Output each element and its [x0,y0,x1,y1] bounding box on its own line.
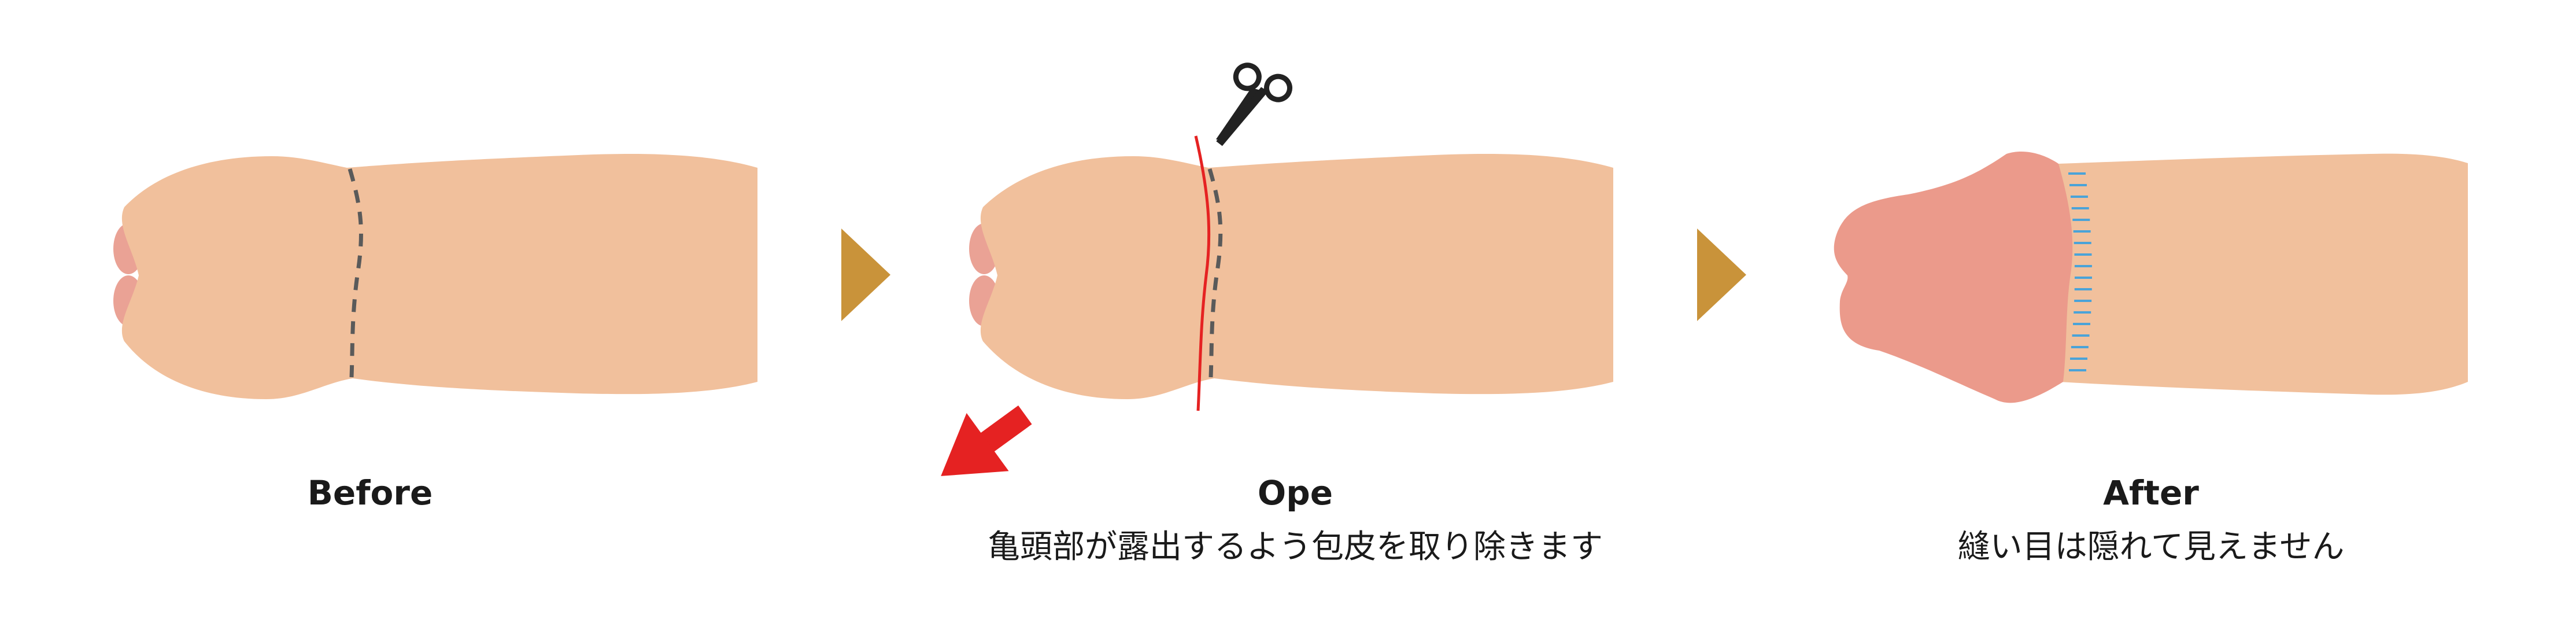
before-illustration [113,154,758,399]
cut-guide-dashed [1207,168,1223,378]
shaft-skin [2058,153,2468,395]
ope-title: Ope [1257,473,1333,513]
before-title: Before [307,473,433,513]
glans-shape [1834,152,2073,403]
cut-guide-dashed [348,168,363,378]
after-illustration [1834,152,2468,403]
ope-illustration [941,62,1613,476]
ope-caption: 亀頭部が露出するよう包皮を取り除きます [988,528,1603,566]
step-arrow-icon [841,229,890,321]
incision-line [1194,135,1211,411]
stitch-marks [2068,172,2092,371]
foreskin-shape [121,154,758,399]
foreskin-shape [980,154,1613,399]
step-arrow-icon [1697,229,1746,321]
pull-arrow-icon [941,405,1032,476]
after-caption: 縫い目は隠れて見えません [1957,528,2345,566]
after-title: After [2103,473,2199,513]
scissors-icon [1215,62,1292,146]
